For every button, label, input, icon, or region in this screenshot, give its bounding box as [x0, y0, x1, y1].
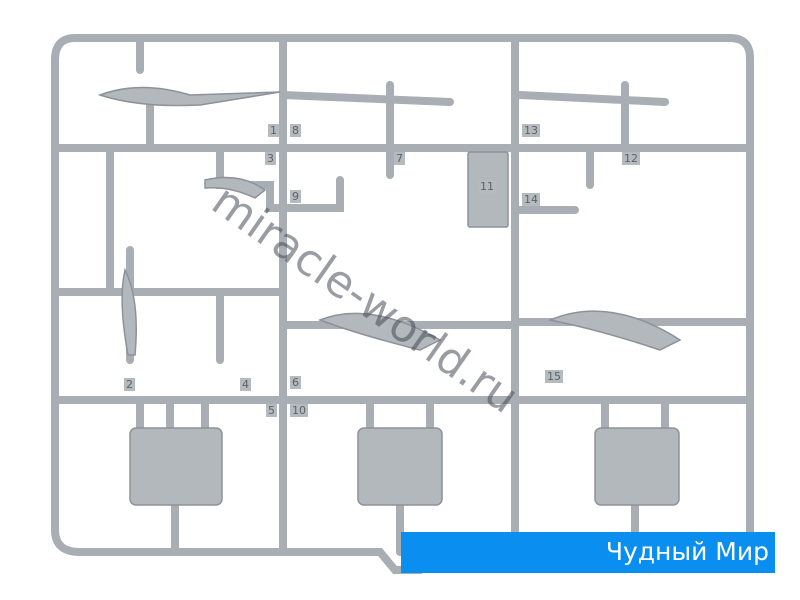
part-number: 2 — [124, 378, 135, 391]
part-number: 10 — [290, 404, 308, 417]
part-number: 4 — [240, 378, 251, 391]
part-number: 15 — [545, 370, 563, 383]
part-number: 14 — [522, 193, 540, 206]
brand-banner: Чудный Мир — [401, 532, 775, 573]
part-number: 5 — [266, 404, 277, 417]
part-number: 1 — [268, 124, 279, 137]
part-number: 3 — [265, 152, 276, 165]
part-number: 6 — [290, 376, 301, 389]
brand-label: Чудный Мир — [605, 537, 769, 566]
part-number: 9 — [290, 190, 301, 203]
part-number: 11 — [478, 180, 496, 193]
part-number: 12 — [622, 152, 640, 165]
part-number: 7 — [394, 152, 405, 165]
part-number: 8 — [290, 124, 301, 137]
part-number: 13 — [522, 124, 540, 137]
